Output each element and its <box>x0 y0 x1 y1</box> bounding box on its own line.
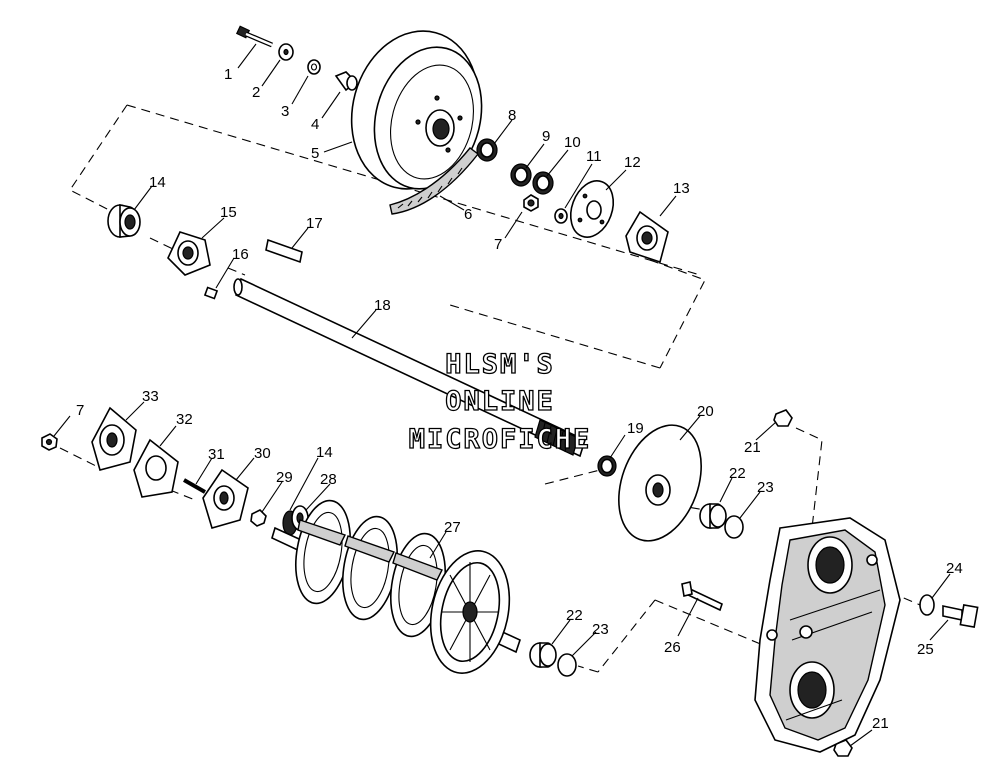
callout-4: 4 <box>311 116 319 133</box>
callout-20: 20 <box>697 403 714 420</box>
callout-17: 17 <box>306 215 323 232</box>
brake-disc-part-20 <box>618 424 702 542</box>
callout-18: 18 <box>374 297 391 314</box>
bearing-flange-part-30 <box>202 468 249 529</box>
seal-part-22-top <box>699 503 727 529</box>
bearing-flange-part-15 <box>167 231 211 276</box>
cap-part-23-bottom <box>557 653 577 677</box>
nut-part-21-top <box>773 409 793 427</box>
bearing-part-14-top <box>107 204 141 238</box>
callout-23-top: 23 <box>757 479 774 496</box>
callout-32: 32 <box>176 411 193 428</box>
callout-14-bottom: 14 <box>316 444 333 461</box>
bolt-part-26 <box>681 581 723 612</box>
key-part-17 <box>265 238 303 264</box>
callout-22-bottom: 22 <box>566 607 583 624</box>
callout-16: 16 <box>232 246 249 263</box>
callout-23-bottom: 23 <box>592 621 609 638</box>
watermark-line-3: MICROFICHE <box>409 424 592 455</box>
callout-leader-lines <box>53 43 951 747</box>
callout-15: 15 <box>220 204 237 221</box>
callout-21-bottom: 21 <box>872 715 889 732</box>
callout-7-bottom: 7 <box>76 402 84 419</box>
callout-5: 5 <box>311 145 319 162</box>
callout-7-top: 7 <box>494 236 502 253</box>
callout-21-top: 21 <box>744 439 761 456</box>
shaft-part-18 <box>233 277 586 458</box>
driven-sprocket-part-5 <box>350 30 483 190</box>
chaincase-housing <box>754 517 901 753</box>
callout-33: 33 <box>142 388 159 405</box>
callout-19: 19 <box>627 420 644 437</box>
nut-part-7-bottom <box>41 433 58 451</box>
callout-27: 27 <box>444 519 461 536</box>
ring-part-10 <box>532 171 554 195</box>
ring-part-19 <box>597 455 617 477</box>
callout-10: 10 <box>564 134 581 151</box>
callout-3: 3 <box>281 103 289 120</box>
callout-1: 1 <box>224 66 232 83</box>
washer-part-24 <box>919 594 935 616</box>
callout-labels: 1 2 3 4 5 6 7 8 9 10 11 12 13 14 15 16 1… <box>76 66 963 732</box>
assembly-guide-lines <box>59 104 921 673</box>
plate-part-12 <box>569 180 615 238</box>
washer-part-11 <box>554 208 568 224</box>
nut-part-7-top <box>523 194 539 212</box>
washer-part-2 <box>278 43 294 61</box>
bolt-part-1 <box>235 25 273 48</box>
callout-25: 25 <box>917 641 934 658</box>
watermark-line-1: HLSM'S <box>445 349 555 380</box>
callout-2: 2 <box>252 84 260 101</box>
callout-22-top: 22 <box>729 465 746 482</box>
callout-8: 8 <box>508 107 516 124</box>
spring-pin-part-31 <box>183 478 206 494</box>
bearing-flange-part-13 <box>625 210 669 264</box>
bolt-part-16 <box>203 286 219 300</box>
callout-14-top: 14 <box>149 174 166 191</box>
seal-part-8 <box>476 138 498 162</box>
watermark-line-2: ONLINE <box>445 386 555 417</box>
cap-part-23-top <box>724 515 744 539</box>
track-drive-shaft-part-27 <box>271 499 521 674</box>
callout-29: 29 <box>276 469 293 486</box>
bushing-part-4 <box>334 71 358 92</box>
bearing-flange-part-33 <box>91 406 137 471</box>
washer-part-3 <box>307 59 321 75</box>
callout-11: 11 <box>586 148 602 165</box>
bolt-part-25 <box>942 604 979 628</box>
callout-28: 28 <box>320 471 337 488</box>
callout-30: 30 <box>254 445 271 462</box>
callout-6: 6 <box>464 206 472 223</box>
callout-13: 13 <box>673 180 690 197</box>
callout-9: 9 <box>542 128 550 145</box>
callout-26: 26 <box>664 639 681 656</box>
callout-12: 12 <box>624 154 641 171</box>
gasket-part-32 <box>133 438 179 498</box>
callout-31: 31 <box>208 446 225 463</box>
nut-part-29 <box>250 509 267 527</box>
callout-24: 24 <box>946 560 963 577</box>
seal-part-22-bottom <box>529 642 557 668</box>
ring-part-9 <box>510 163 532 187</box>
watermark: HLSM'S ONLINE MICROFICHE <box>408 348 592 455</box>
